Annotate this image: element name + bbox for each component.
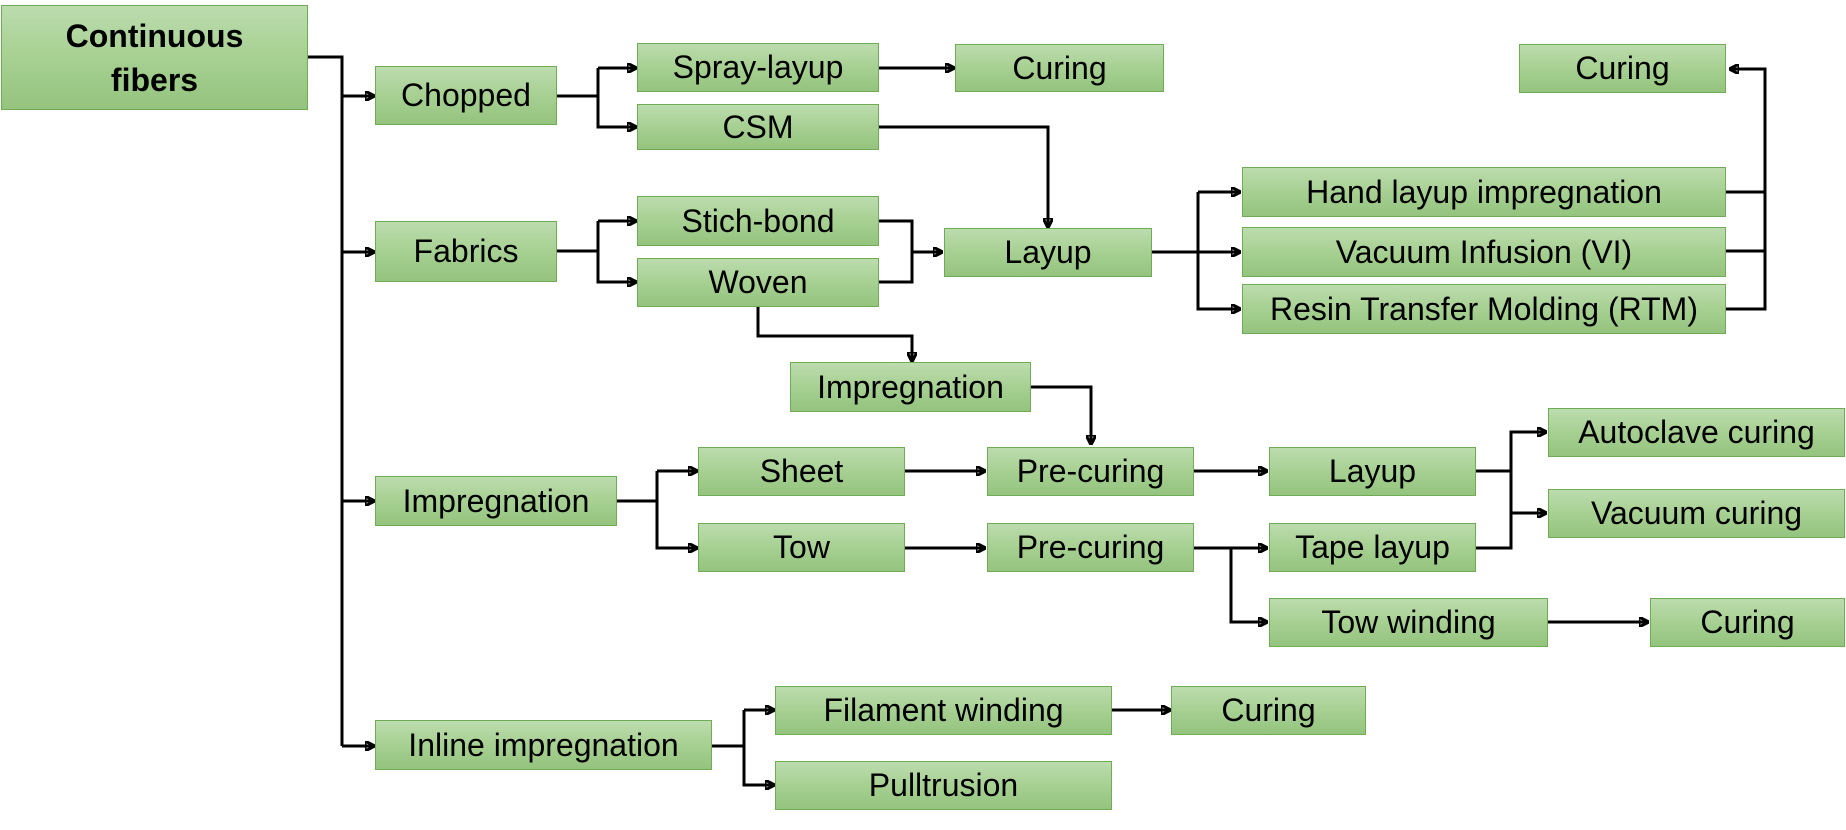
arrow-to-rtm xyxy=(1196,252,1240,309)
arrow-methods-to-curing-top xyxy=(1730,69,1767,192)
node-autoclave-curing: Autoclave curing xyxy=(1548,408,1845,457)
node-layup-sheet: Layup xyxy=(1269,447,1476,496)
arrow-to-autoclave-curing xyxy=(1509,432,1546,471)
node-vacuum-curing: Vacuum curing xyxy=(1548,489,1845,538)
node-filament-winding: Filament winding xyxy=(775,686,1112,735)
arrow-impregnation-to-precuring xyxy=(1031,385,1091,444)
node-chopped: Chopped xyxy=(375,66,557,125)
node-stich-bond: Stich-bond xyxy=(637,196,879,246)
connector-layup-split xyxy=(1152,192,1200,254)
node-curing-filament: Curing xyxy=(1171,686,1366,735)
node-inline-impregnation: Inline impregnation xyxy=(375,720,712,770)
arrow-to-csm xyxy=(596,96,636,127)
node-continuous-fibers-line1: Continuous xyxy=(65,17,244,54)
node-pulltrusion: Pulltrusion xyxy=(775,761,1112,810)
node-tow-winding: Tow winding xyxy=(1269,598,1548,647)
node-resin-transfer-molding: Resin Transfer Molding (RTM) xyxy=(1242,284,1726,334)
node-tape-layup: Tape layup xyxy=(1269,523,1476,572)
node-tow: Tow xyxy=(698,523,905,572)
node-woven: Woven xyxy=(637,258,879,307)
arrow-csm-to-layup xyxy=(879,125,1048,227)
connector-root-trunk xyxy=(308,55,344,746)
node-continuous-fibers: Continuous fibers xyxy=(1,5,308,110)
arrow-to-pulltrusion xyxy=(742,746,774,785)
node-hand-layup-impregnation: Hand layup impregnation xyxy=(1242,167,1726,217)
node-continuous-fibers-line2: fibers xyxy=(110,61,199,98)
node-curing-spray: Curing xyxy=(955,44,1164,92)
node-spray-layup: Spray-layup xyxy=(637,43,879,92)
node-pre-curing-sheet: Pre-curing xyxy=(987,447,1194,496)
node-curing-tow-winding: Curing xyxy=(1650,598,1845,647)
connector-fabrics-split xyxy=(557,221,600,253)
node-curing-top: Curing xyxy=(1519,44,1726,93)
node-sheet: Sheet xyxy=(698,447,905,496)
connector-inline-split xyxy=(712,710,746,748)
arrow-to-tow xyxy=(655,501,697,548)
arrow-woven-to-impregnation xyxy=(756,307,912,361)
node-pre-curing-tow: Pre-curing xyxy=(987,523,1194,572)
node-impregnation-woven: Impregnation xyxy=(790,362,1031,412)
node-csm: CSM xyxy=(637,104,879,150)
node-impregnation: Impregnation xyxy=(375,476,617,526)
node-fabrics: Fabrics xyxy=(375,221,557,282)
connector-methods-to-curing xyxy=(1726,190,1767,311)
arrow-precuring-to-tow-winding xyxy=(1229,548,1267,622)
connector-impregnation-split xyxy=(617,471,659,503)
arrow-to-woven xyxy=(596,251,636,282)
node-layup: Layup xyxy=(944,228,1152,277)
connector-chopped-split xyxy=(557,68,600,98)
node-vacuum-infusion: Vacuum Infusion (VI) xyxy=(1242,227,1726,277)
connector-layups-join xyxy=(1476,469,1513,550)
connector-stich-woven-join xyxy=(879,219,914,284)
